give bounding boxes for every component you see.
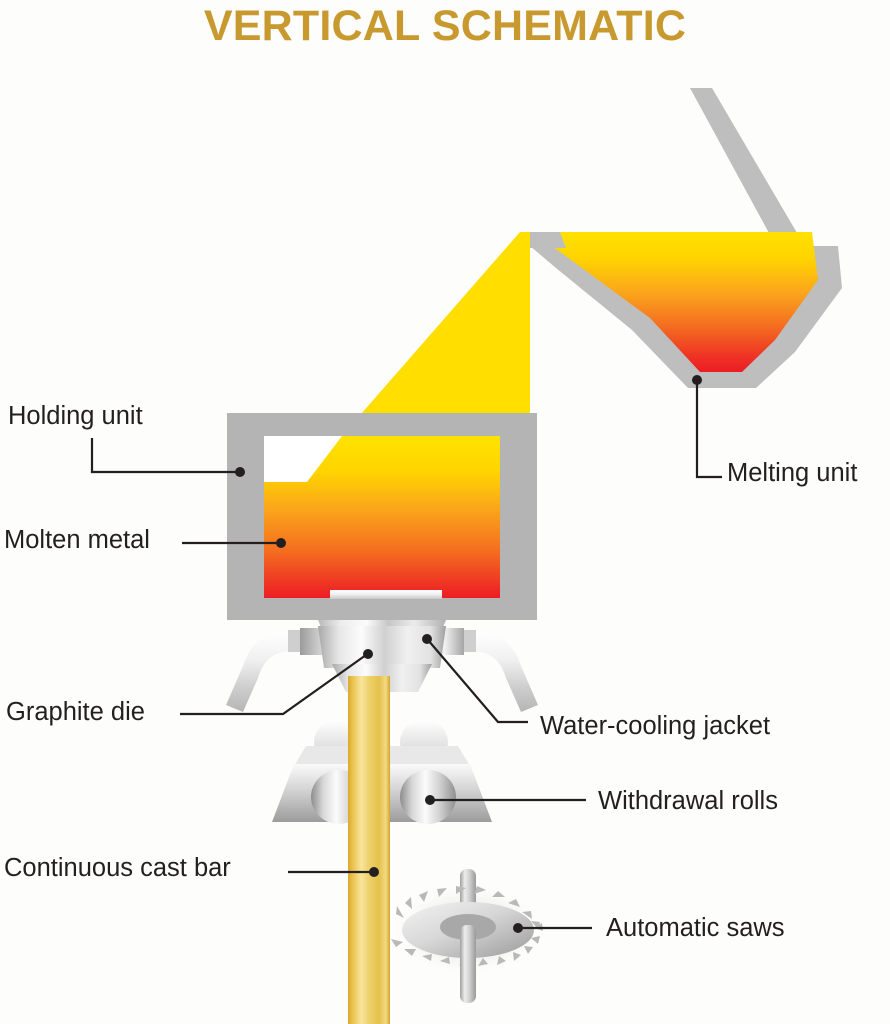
label-melting-unit: Melting unit <box>727 459 858 487</box>
page-title: VERTICAL SCHEMATIC <box>203 2 687 50</box>
holding-unit-molten-metal <box>264 436 500 598</box>
automatic-saws-group <box>391 869 544 1003</box>
melting-unit-spout <box>520 232 566 248</box>
leader-water-cooling-jacket <box>427 639 528 724</box>
leader-dot-automatic-saws <box>513 923 523 933</box>
leader-dot-graphite-die <box>363 649 373 659</box>
cooling-pipe-right <box>434 632 538 712</box>
graphite-die-body <box>318 626 446 668</box>
melting-unit-molten-metal <box>523 232 818 372</box>
leader-dot-withdrawal-rolls <box>425 795 435 805</box>
leader-lines <box>90 375 722 933</box>
leader-graphite-die <box>180 654 367 716</box>
label-molten-metal: Molten metal <box>4 526 150 554</box>
label-continuous-cast-bar: Continuous cast bar <box>4 854 231 882</box>
label-automatic-saws: Automatic saws <box>606 914 785 942</box>
leader-dot-molten-metal <box>276 538 286 548</box>
saw-shaft-lower <box>460 925 476 1003</box>
holding-unit-base-plate <box>330 590 442 599</box>
withdrawal-rolls-group <box>272 718 492 830</box>
cooling-pipe-left-collar <box>288 630 301 652</box>
pour-stream <box>361 232 530 414</box>
label-water-cooling-jacket: Water-cooling jacket <box>540 712 771 740</box>
label-holding-unit: Holding unit <box>8 402 143 430</box>
cooling-pipe-left <box>226 632 330 712</box>
leader-dot-holding-unit <box>235 467 245 477</box>
melting-unit-group <box>520 88 842 388</box>
holding-unit-group <box>227 413 537 620</box>
leader-dot-continuous-cast-bar <box>369 867 379 877</box>
label-graphite-die: Graphite die <box>6 698 145 726</box>
leader-dot-melting-unit <box>692 375 702 385</box>
cooling-pipe-right-collar <box>463 630 476 652</box>
leader-dot-water-cooling-jacket <box>422 634 432 644</box>
leader-holding-unit <box>90 438 238 474</box>
label-withdrawal-rolls: Withdrawal rolls <box>598 787 778 815</box>
cast-bar-through-rolls <box>348 718 390 830</box>
leader-melting-unit <box>695 383 722 479</box>
